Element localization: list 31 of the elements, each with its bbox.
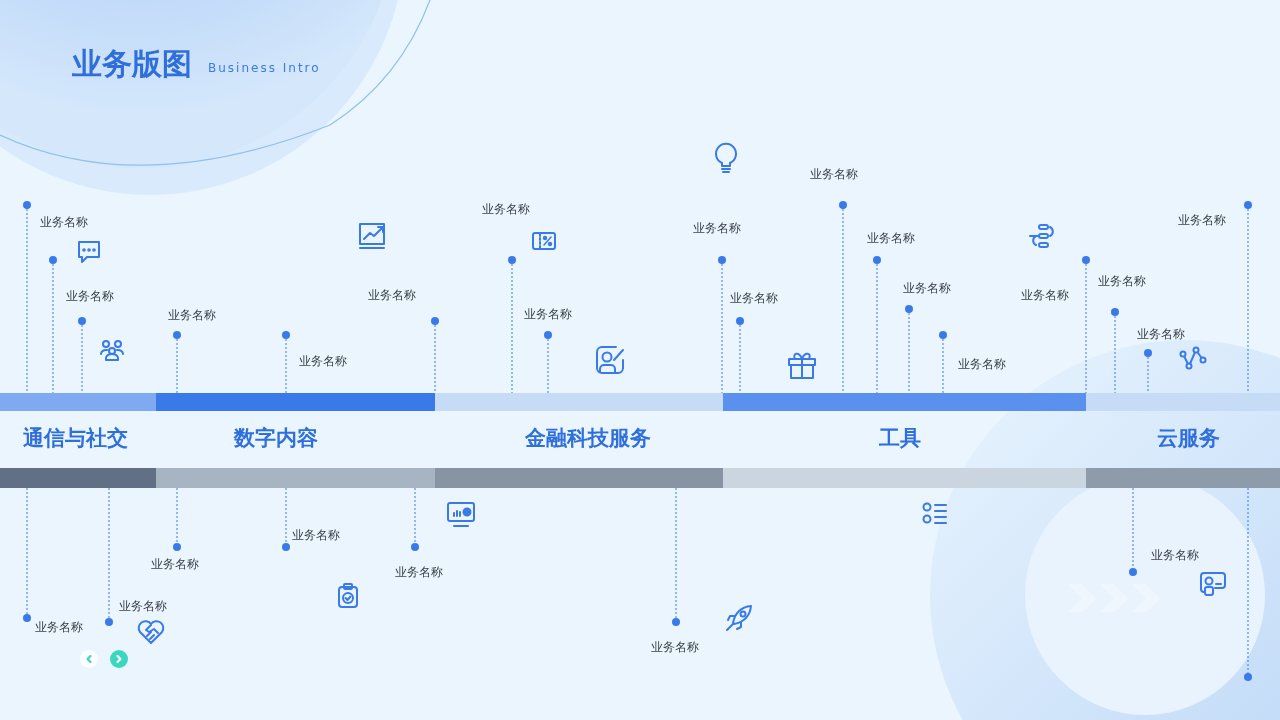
business-name-label: 业务名称	[35, 620, 83, 635]
business-name-label: 业务名称	[395, 565, 443, 580]
title: 业务版图	[72, 45, 192, 83]
business-name-label: 业务名称	[810, 167, 858, 182]
category-label: 数字内容	[234, 426, 318, 452]
business-name-label: 业务名称	[1137, 327, 1185, 342]
business-name-label: 业务名称	[292, 528, 340, 543]
business-name-label: 业务名称	[40, 215, 88, 230]
business-name-label: 业务名称	[958, 357, 1006, 372]
category-label: 云服务	[1156, 426, 1220, 452]
business-name-label: 业务名称	[693, 221, 741, 236]
business-name-label: 业务名称	[482, 202, 530, 217]
business-name-label: 业务名称	[1178, 213, 1226, 228]
subtitle: Business Intro	[208, 61, 321, 76]
category-label: 工具	[879, 426, 921, 452]
business-name-label: 业务名称	[119, 599, 167, 614]
business-name-label: 业务名称	[1021, 288, 1069, 303]
business-name-label: 业务名称	[168, 308, 216, 323]
business-name-label: 业务名称	[730, 291, 778, 306]
business-name-label: 业务名称	[1098, 274, 1146, 289]
business-name-label: 业务名称	[66, 289, 114, 304]
business-name-label: 业务名称	[651, 640, 699, 655]
business-name-label: 业务名称	[867, 231, 915, 246]
category-label: 金融科技服务	[525, 426, 651, 452]
business-name-label: 业务名称	[151, 557, 199, 572]
business-name-label: 业务名称	[299, 354, 347, 369]
business-name-label: 业务名称	[1151, 548, 1199, 563]
business-name-label: 业务名称	[903, 281, 951, 296]
category-label: 通信与社交	[22, 426, 128, 452]
business-name-label: 业务名称	[368, 288, 416, 303]
business-name-label: 业务名称	[524, 307, 572, 322]
